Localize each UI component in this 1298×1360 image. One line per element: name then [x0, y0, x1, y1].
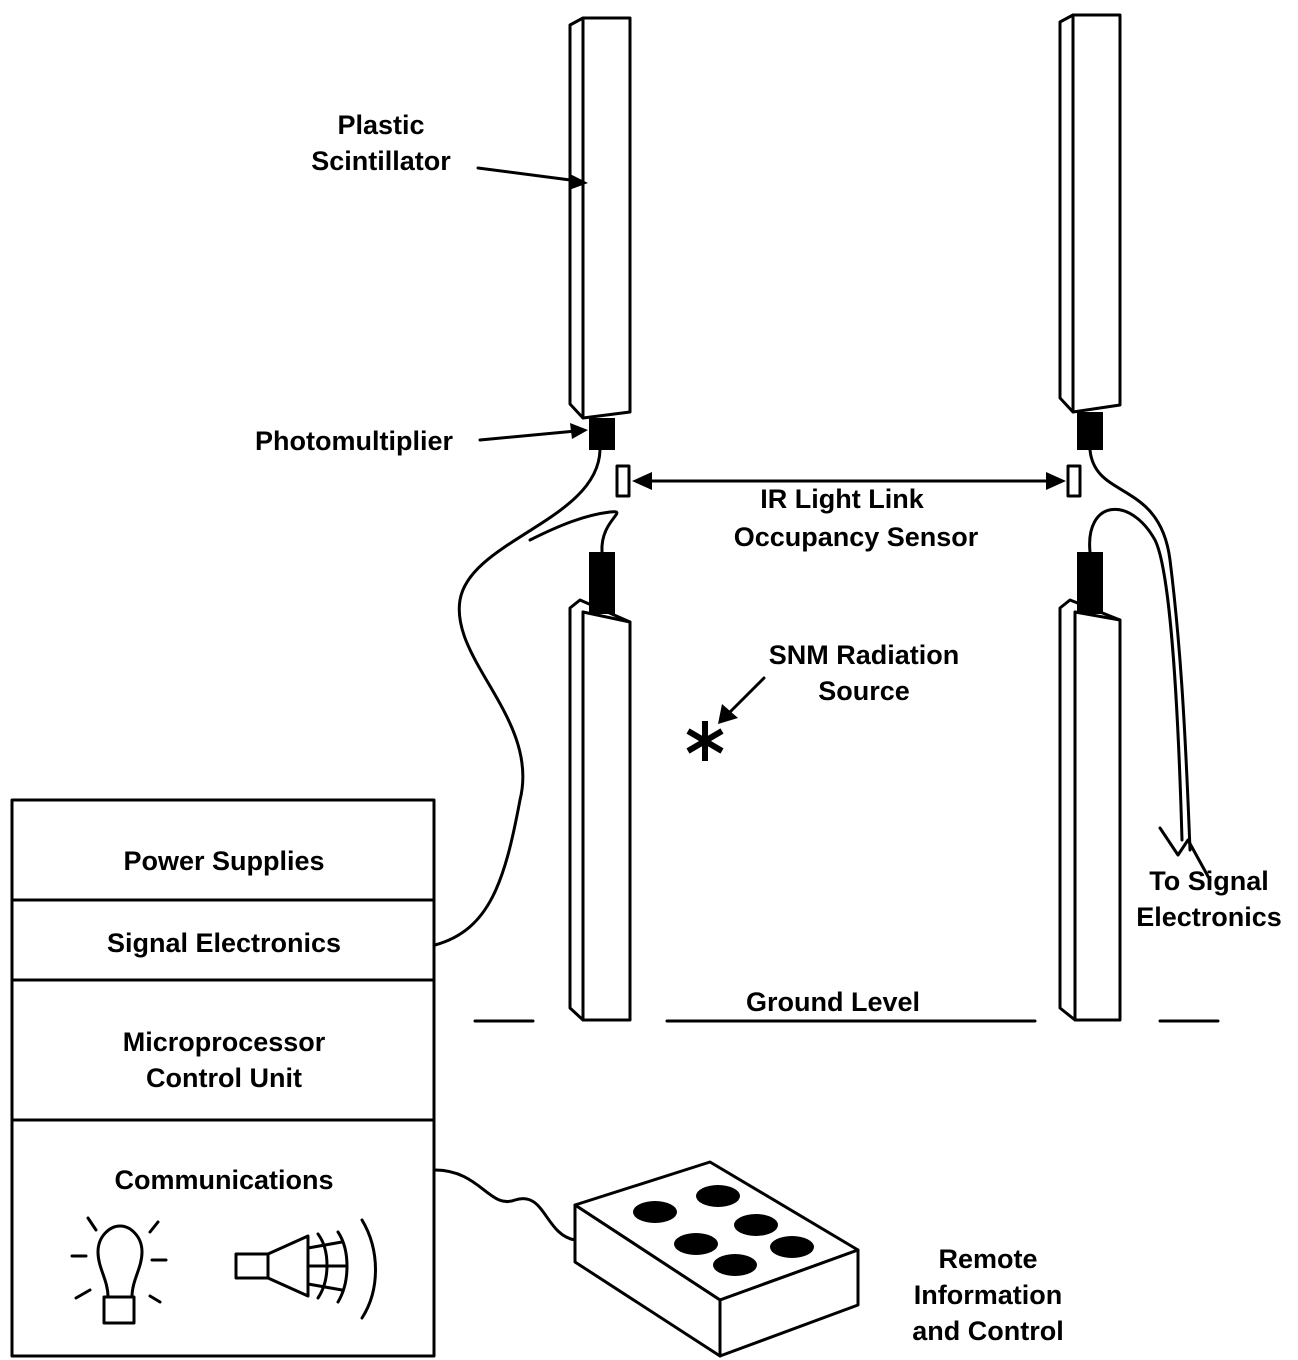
remote-button[interactable] — [674, 1233, 718, 1255]
light-bulb-icon — [70, 1216, 168, 1325]
radiation-source-asterisk-icon — [686, 721, 724, 761]
leader-arrows — [476, 166, 766, 724]
label-ground-level: Ground Level — [746, 987, 920, 1017]
lower-left-scintillator — [568, 552, 632, 1022]
label-plastic: Plastic — [337, 110, 424, 140]
cables — [433, 448, 1212, 1242]
remote-button[interactable] — [696, 1185, 740, 1207]
remote-button[interactable] — [713, 1254, 757, 1276]
signal-electronics-label: Signal Electronics — [107, 928, 341, 958]
communications-label: Communications — [114, 1165, 333, 1195]
label-to-signal: To Signal — [1149, 866, 1269, 896]
microprocessor-label: Microprocessor — [123, 1027, 326, 1057]
ir-emitter — [615, 464, 631, 498]
label-photomultiplier: Photomultiplier — [255, 426, 453, 456]
label-ir-light-link: IR Light Link — [760, 484, 924, 514]
label-occupancy-sensor: Occupancy Sensor — [734, 522, 979, 552]
label-snm-radiation: SNM Radiation — [769, 640, 960, 670]
upper-left-scintillator — [568, 16, 632, 450]
upper-right-photomultiplier — [1077, 412, 1103, 450]
horn-speaker-icon — [234, 1218, 377, 1320]
upper-right-scintillator — [1058, 13, 1122, 450]
remote-control-box — [573, 1160, 860, 1358]
ir-light-link — [615, 464, 1082, 498]
lower-right-scintillator — [1058, 552, 1122, 1022]
control-unit-label: Control Unit — [146, 1063, 302, 1093]
remote-button[interactable] — [734, 1214, 778, 1236]
ir-receiver — [1066, 464, 1082, 498]
control-unit-box — [10, 798, 436, 1358]
power-supplies-label: Power Supplies — [123, 846, 324, 876]
label-source: Source — [818, 676, 910, 706]
label-remote: Remote — [938, 1244, 1037, 1274]
remote-button[interactable] — [633, 1201, 677, 1223]
remote-button[interactable] — [770, 1236, 814, 1258]
lower-right-photomultiplier — [1077, 552, 1103, 614]
label-electronics: Electronics — [1136, 902, 1282, 932]
label-scintillator: Scintillator — [311, 146, 451, 176]
lower-left-photomultiplier — [589, 552, 615, 614]
label-information: Information — [914, 1280, 1063, 1310]
label-and-control: and Control — [912, 1316, 1063, 1346]
upper-left-photomultiplier — [589, 418, 615, 450]
